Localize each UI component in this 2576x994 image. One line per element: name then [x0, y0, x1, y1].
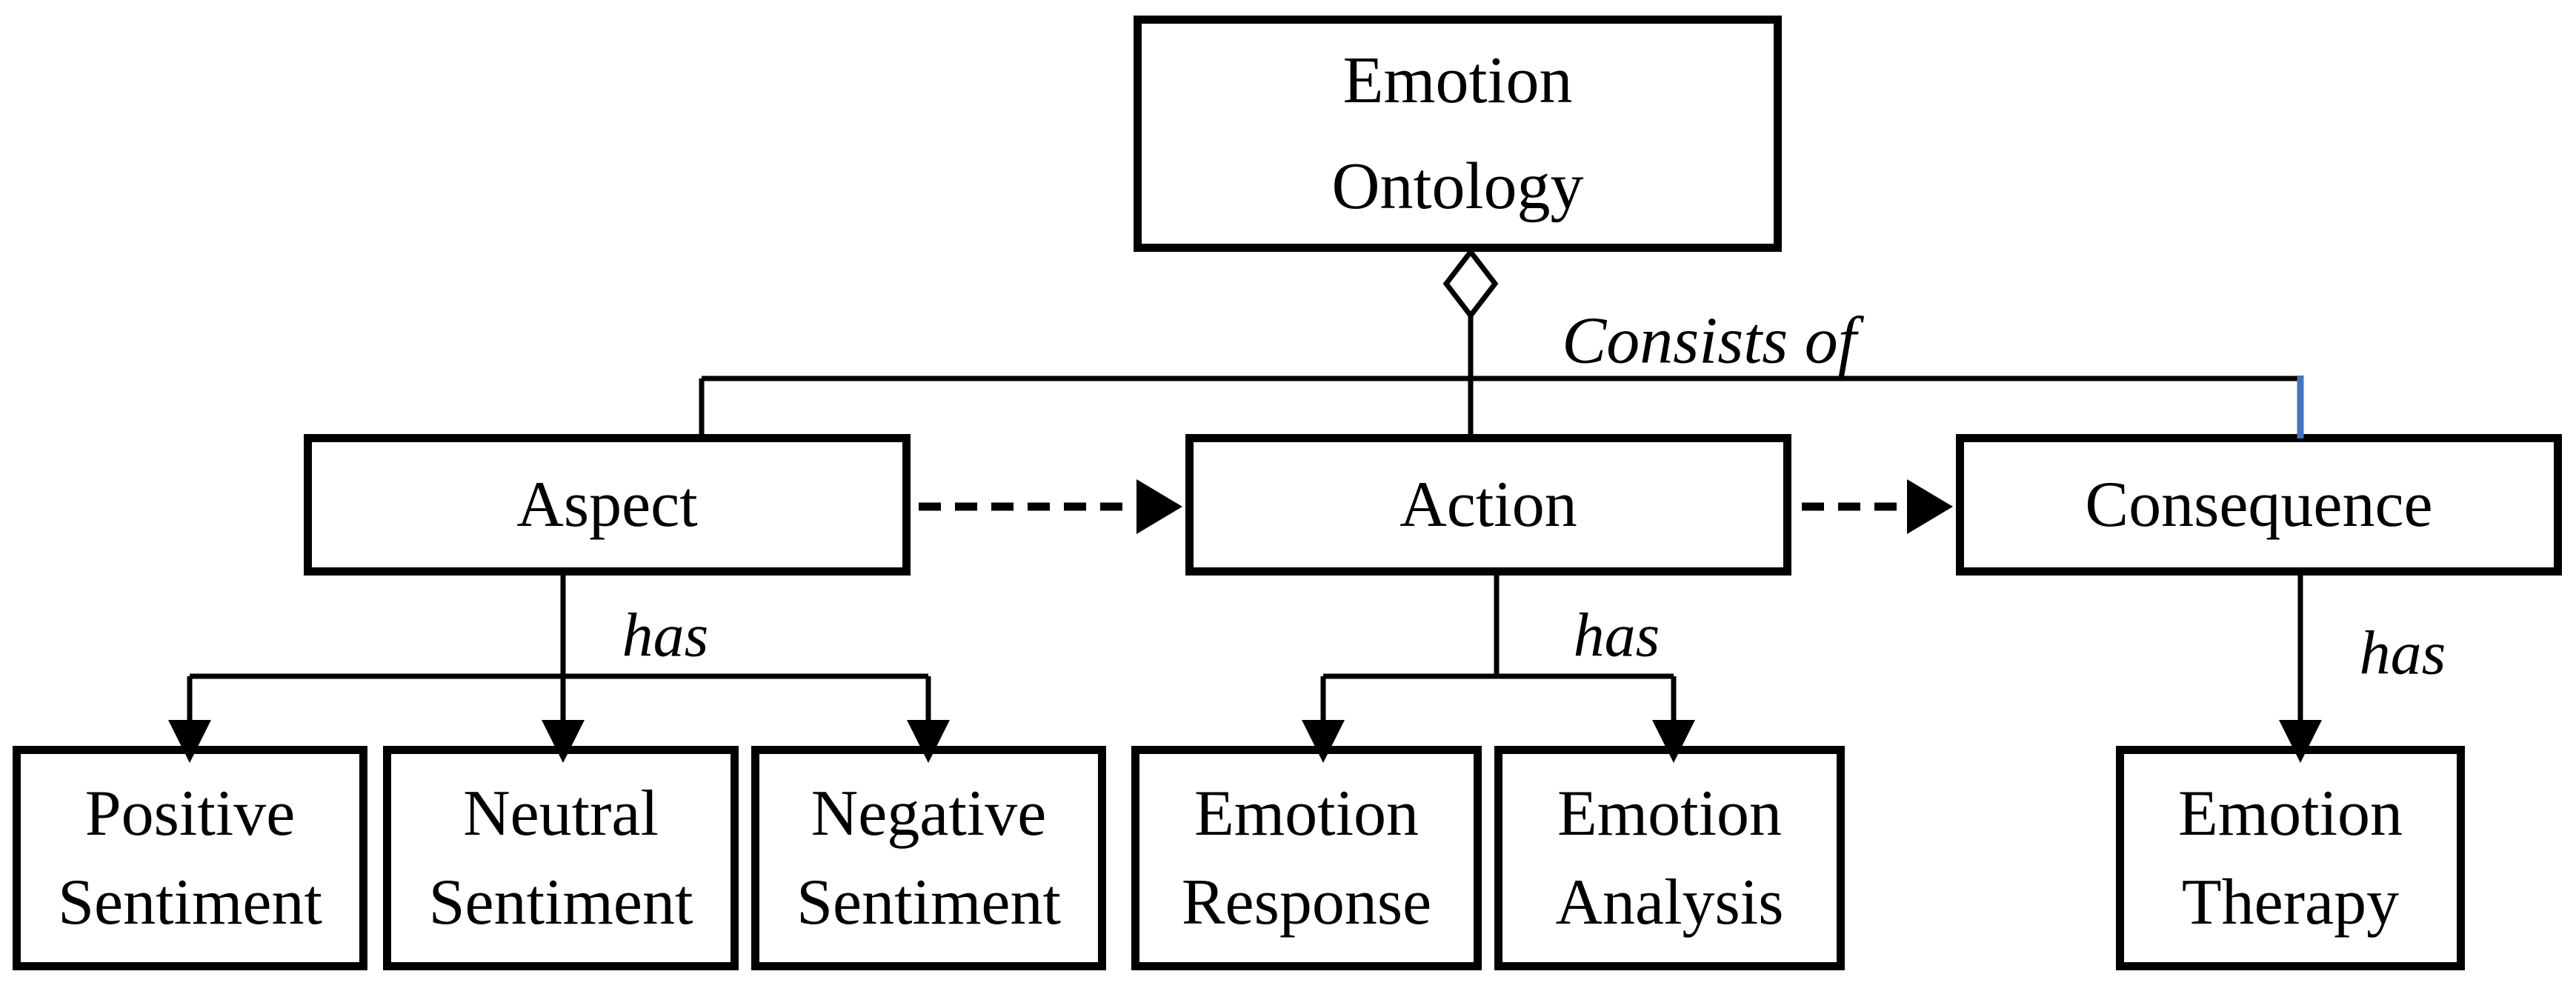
node-label-line: Ontology	[1331, 149, 1584, 223]
node-label-line: Sentiment	[796, 866, 1061, 938]
aggregation-diamond-icon	[1442, 247, 1499, 320]
node-label-line: Emotion	[1557, 777, 1783, 850]
node-label-line: Emotion	[2177, 777, 2403, 850]
node-consequence: Consequence	[1956, 434, 2562, 576]
node-emotion-response: Emotion Response	[1131, 746, 1482, 970]
node-label-line: Analysis	[1555, 866, 1784, 938]
node-label-line: Therapy	[2181, 866, 2400, 938]
edge-label-has-consequence: has	[2359, 618, 2446, 688]
node-emotion-analysis: Emotion Analysis	[1494, 746, 1845, 970]
node-negative-sentiment: Negative Sentiment	[751, 746, 1106, 970]
node-neutral-sentiment: Neutral Sentiment	[383, 746, 739, 970]
node-label-line: Sentiment	[58, 866, 322, 938]
node-aspect: Aspect	[304, 434, 911, 576]
edge-label-consists-of: Consists of	[1562, 304, 1857, 378]
node-label: Action	[1400, 468, 1577, 541]
node-label: Consequence	[2085, 468, 2433, 541]
node-label-line: Response	[1181, 866, 1432, 938]
node-label-line: Negative	[811, 777, 1047, 850]
arrowhead-action-to-consequence	[1907, 479, 1953, 534]
arrowhead-aspect-to-action	[1136, 479, 1182, 534]
node-label-line: Emotion	[1194, 777, 1420, 850]
node-label-line: Emotion	[1342, 44, 1573, 118]
node-emotion-therapy: Emotion Therapy	[2116, 746, 2465, 970]
node-positive-sentiment: Positive Sentiment	[13, 746, 367, 970]
node-label: Aspect	[516, 468, 698, 541]
edge-label-has-aspect: has	[622, 601, 709, 670]
node-label-line: Neutral	[463, 777, 659, 850]
node-label-line: Sentiment	[428, 866, 693, 938]
node-label-line: Positive	[84, 777, 296, 850]
edge-label-has-action: has	[1573, 601, 1660, 670]
node-action: Action	[1185, 434, 1791, 576]
node-emotion-ontology: Emotion Ontology	[1134, 16, 1782, 252]
